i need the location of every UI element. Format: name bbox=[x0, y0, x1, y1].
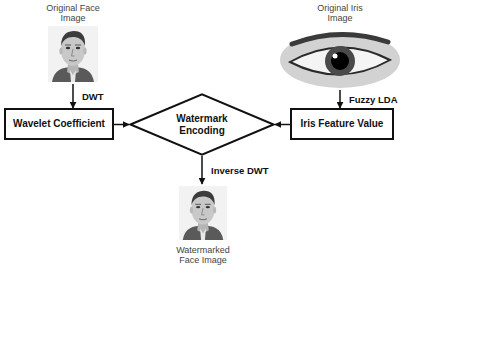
image-node: Original Iris Image bbox=[276, 4, 404, 90]
process-box: Iris Feature Value bbox=[290, 108, 394, 140]
process-box: Wavelet Coefficient bbox=[4, 108, 114, 140]
image-caption: Watermarked Face Image bbox=[174, 246, 232, 266]
edge-label: DWT bbox=[80, 91, 106, 102]
face-photo bbox=[48, 26, 98, 82]
edge-label: Fuzzy LDA bbox=[347, 94, 400, 105]
flow-arrow bbox=[339, 90, 341, 108]
flow-arrow bbox=[201, 156, 203, 184]
box-label: Iris Feature Value bbox=[301, 118, 384, 130]
edge-label: Inverse DWT bbox=[209, 165, 271, 176]
flow-arrow bbox=[72, 84, 74, 108]
flow-arrow bbox=[114, 124, 129, 126]
iris-photo bbox=[280, 30, 400, 88]
image-node: Original Face Image bbox=[40, 4, 106, 84]
watermarked-face-photo bbox=[178, 186, 228, 240]
image-node: Watermarked Face Image bbox=[170, 184, 236, 266]
flow-arrow bbox=[275, 124, 290, 126]
decision-label: Watermark Encoding bbox=[167, 113, 237, 136]
image-caption: Original Iris Image bbox=[311, 4, 369, 24]
decision-diamond: Watermark Encoding bbox=[129, 93, 275, 156]
box-label: Wavelet Coefficient bbox=[13, 118, 105, 130]
image-caption: Original Face Image bbox=[44, 4, 102, 24]
